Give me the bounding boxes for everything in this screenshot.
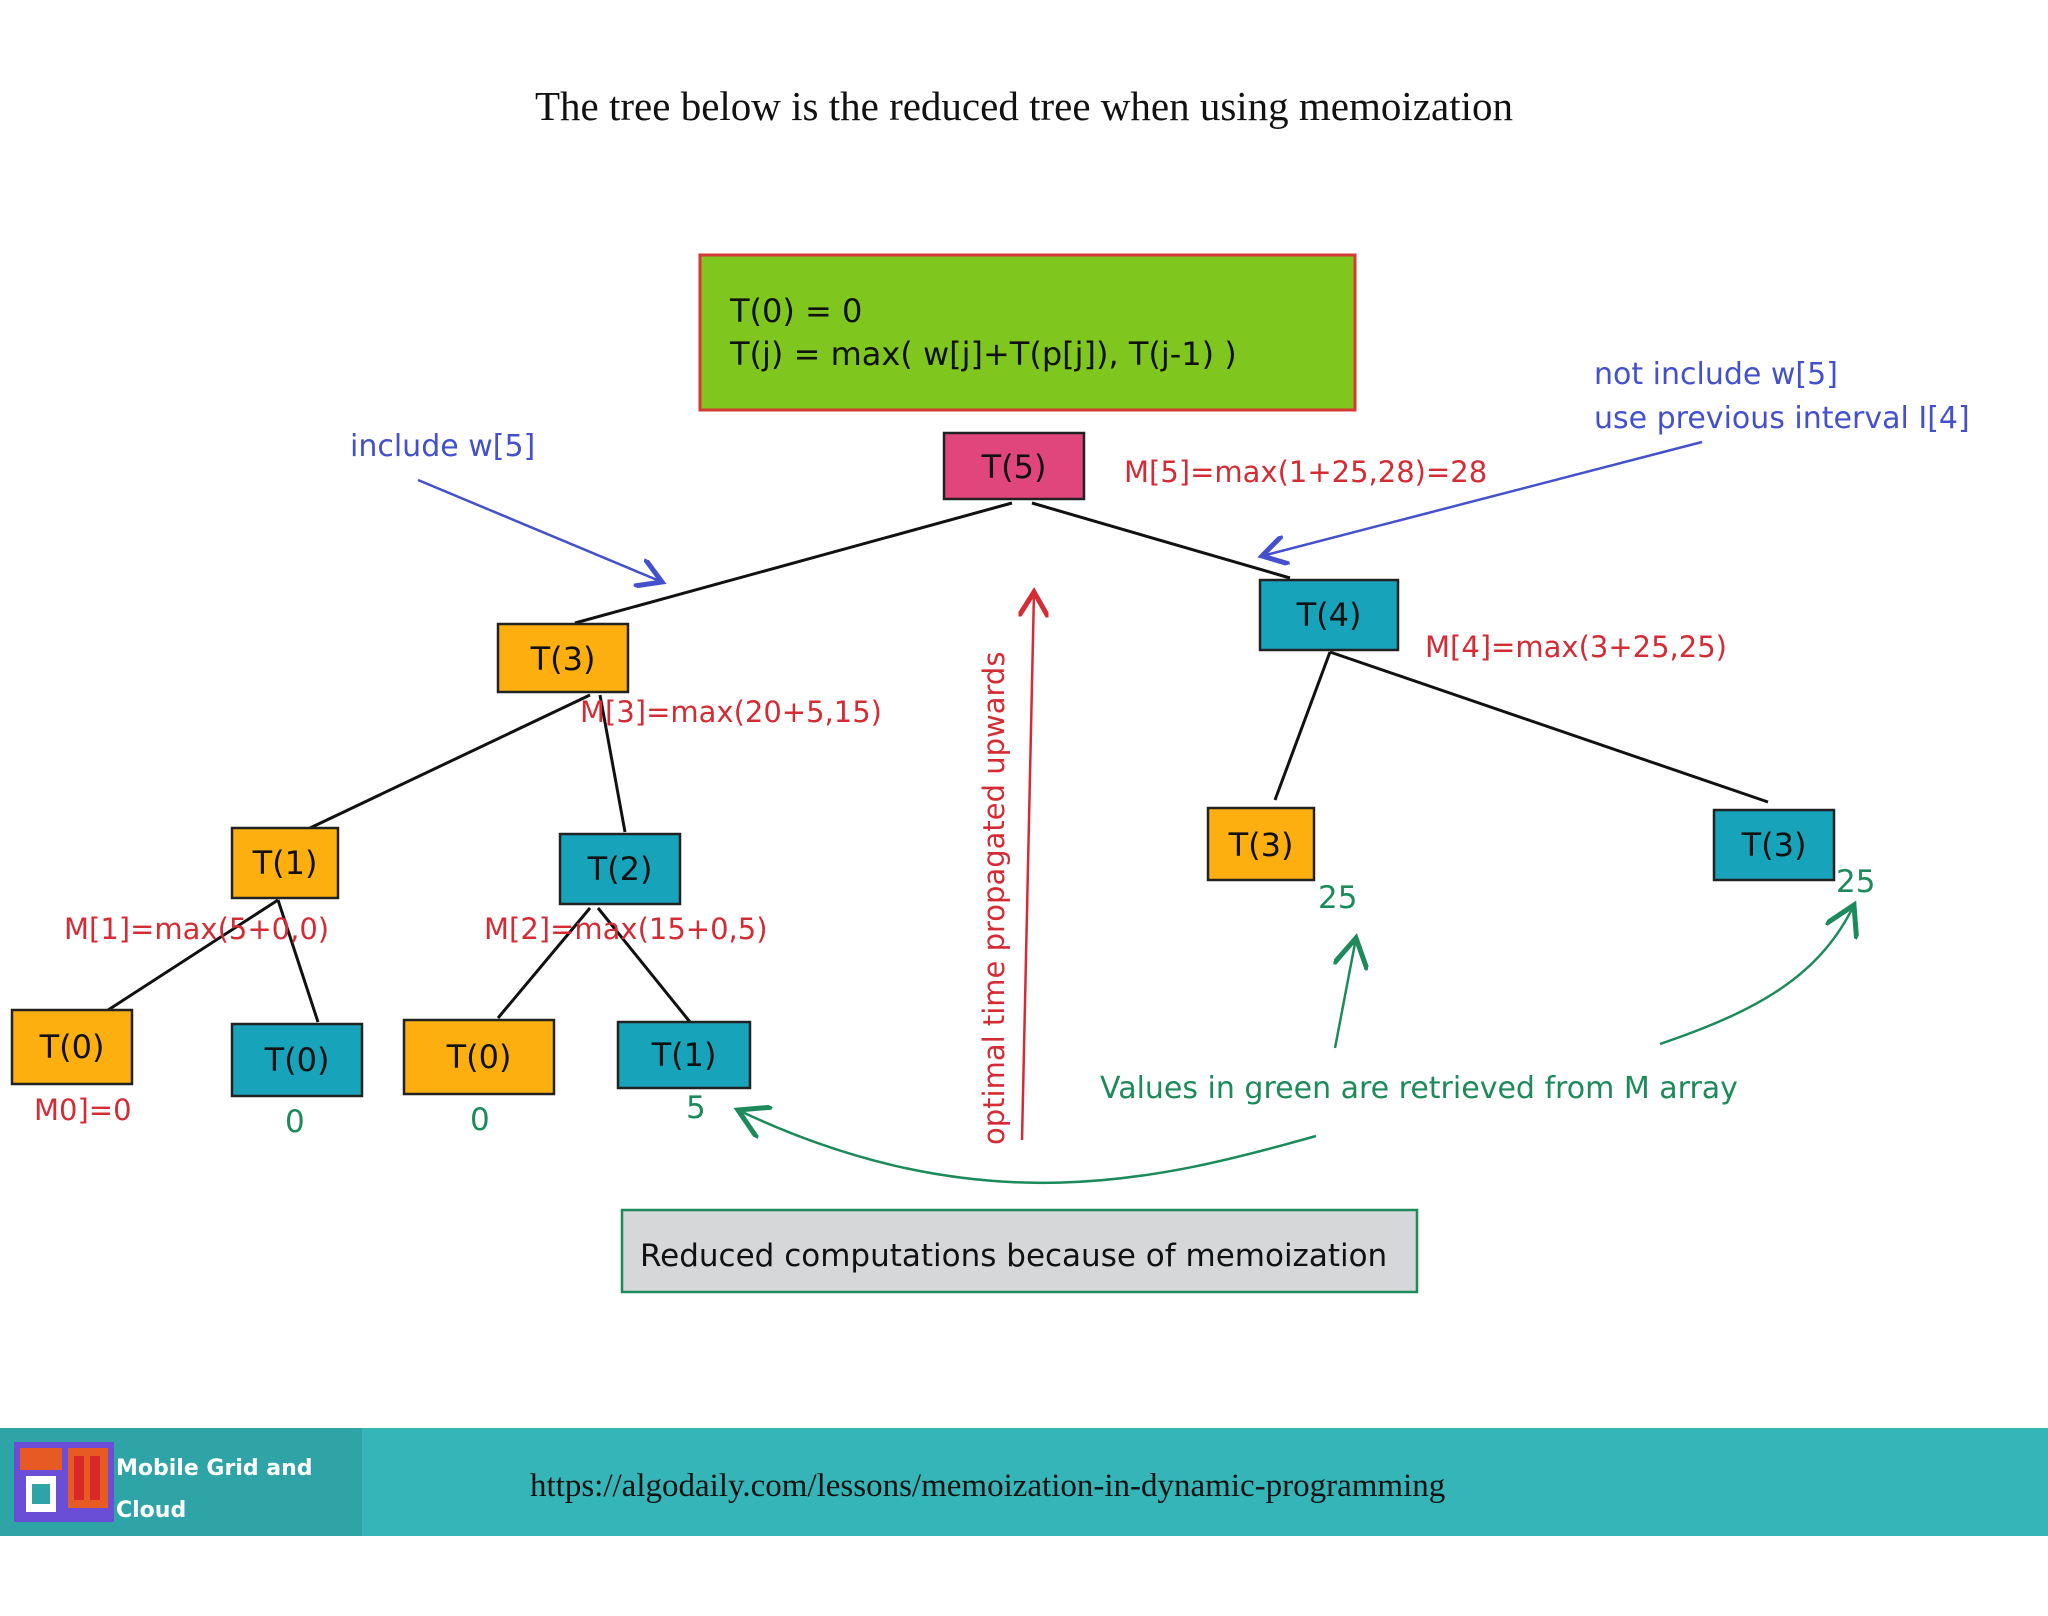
recurrence-step: T(j) = max( w[j]+T(p[j]), T(j-1) ): [729, 335, 1237, 373]
memo-m1: M[1]=max(5+0,0): [64, 912, 329, 946]
lab-name: Mobile Grid and Cloud Computing Laborato…: [116, 1448, 362, 1616]
edge-t4-t3-right: [1329, 650, 1769, 804]
include-arrow: [417, 478, 662, 582]
edge-t3-t1: [309, 693, 591, 830]
not-include-arrow: [1262, 440, 1703, 556]
page-title: The tree below is the reduced tree when …: [535, 83, 1513, 129]
upwards-note: optimal time propagated upwards: [977, 592, 1034, 1145]
tree-edges: [104, 501, 1769, 1023]
arrow-to-t3-mid: [1335, 938, 1356, 1049]
svg-text:T(5): T(5): [981, 448, 1047, 486]
svg-text:Values in green are retrieved: Values in green are retrieved from M arr…: [1100, 1071, 1738, 1106]
reduced-label: Reduced computations because of memoizat…: [640, 1238, 1387, 1274]
svg-text:T(3): T(3): [530, 640, 596, 678]
lab-logo: Mobile Grid and Cloud Computing Laborato…: [0, 1428, 362, 1607]
memo-m4: M[4]=max(3+25,25): [1425, 630, 1727, 664]
not-include-note: not include w[5] use previous interval I…: [1262, 357, 1970, 556]
lab-name-line1: Mobile Grid and Cloud: [116, 1456, 313, 1523]
recurrence-box: T(0) = 0 T(j) = max( w[j]+T(p[j]), T(j-1…: [698, 253, 1357, 412]
node-t3-right: T(3): [1712, 808, 1836, 882]
source-url: https://algodaily.com/lessons/memoizatio…: [530, 1468, 1446, 1504]
edge-t1-t0: [104, 898, 279, 1014]
node-t0-a: T(0): [10, 1008, 134, 1086]
svg-text:T(1): T(1): [651, 1036, 717, 1074]
value-t1-b: 5: [686, 1090, 706, 1126]
reduced-box: Reduced computations because of memoizat…: [620, 1208, 1419, 1294]
value-t3-mid: 25: [1318, 880, 1357, 916]
edge-t3-t2: [598, 694, 627, 833]
node-t4: T(4): [1258, 578, 1400, 652]
arrow-to-t3-right: [1659, 905, 1854, 1046]
memo-m0: M0]=0: [34, 1093, 132, 1127]
recurrence-base: T(0) = 0: [729, 292, 862, 330]
svg-text:optimal time propagated upward: optimal time propagated upwards: [977, 652, 1011, 1145]
value-t3-right: 25: [1836, 864, 1875, 900]
edge-t2-t0: [496, 907, 592, 1019]
edge-t5-t3: [574, 501, 1013, 625]
value-t0-c: 0: [470, 1102, 490, 1138]
svg-text:include w[5]: include w[5]: [350, 429, 535, 464]
svg-text:not include w[5]: not include w[5]: [1594, 357, 1838, 392]
svg-text:use previous interval I[4]: use previous interval I[4]: [1594, 401, 1970, 436]
edge-t4-t3: [1273, 651, 1332, 801]
svg-text:T(0): T(0): [446, 1038, 512, 1076]
svg-text:T(2): T(2): [587, 850, 653, 888]
footer-bar: Mobile Grid and Cloud Computing Laborato…: [0, 1428, 2048, 1607]
node-t3-mid: T(3): [1206, 806, 1316, 882]
edge-t2-t1: [596, 907, 692, 1023]
edge-t1-t0-b: [276, 899, 320, 1023]
svg-text:T(3): T(3): [1228, 826, 1294, 864]
memoization-tree-diagram: T(0) = 0 T(j) = max( w[j]+T(p[j]), T(j-1…: [10, 253, 1970, 1294]
value-t0-b: 0: [285, 1104, 305, 1140]
svg-text:T(4): T(4): [1296, 596, 1362, 634]
svg-text:T(0): T(0): [39, 1028, 105, 1066]
svg-text:T(3): T(3): [1741, 826, 1807, 864]
green-values-note: Values in green are retrieved from M arr…: [738, 905, 1854, 1185]
memo-m5: M[5]=max(1+25,28)=28: [1124, 455, 1487, 489]
lab-name-line2: Computing Laboratory: [116, 1540, 253, 1607]
include-note: include w[5]: [350, 429, 662, 582]
memo-annotations: M[5]=max(1+25,28)=28 M[4]=max(3+25,25) M…: [34, 455, 1727, 1127]
arrow-to-t1-right: [738, 1110, 1317, 1185]
node-t1-right: T(1): [616, 1020, 752, 1090]
lab-logo-icon: [14, 1442, 114, 1522]
svg-text:T(0): T(0): [264, 1041, 330, 1079]
upwards-arrow: [1022, 592, 1034, 1141]
node-t0-c: T(0): [402, 1018, 556, 1096]
node-t2: T(2): [558, 832, 682, 906]
edge-t5-t4: [1031, 501, 1291, 580]
memo-m3: M[3]=max(20+5,15): [580, 695, 882, 729]
retrieved-values: 0 0 5 25 25: [285, 864, 1875, 1140]
node-t3-left: T(3): [496, 622, 630, 694]
node-t5: T(5): [942, 431, 1086, 501]
svg-text:T(1): T(1): [252, 844, 318, 882]
node-t1-left: T(1): [230, 826, 340, 900]
node-t0-b: T(0): [230, 1022, 364, 1098]
memo-m2: M[2]=max(15+0,5): [484, 912, 768, 946]
